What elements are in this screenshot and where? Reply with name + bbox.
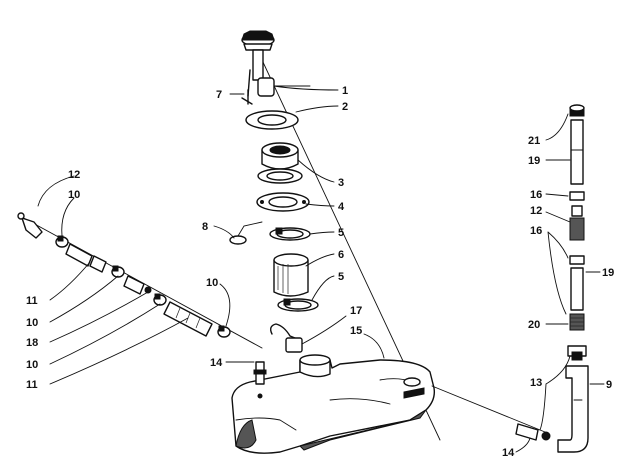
fuel-tank-part — [231, 354, 436, 454]
fuel-cap-part — [241, 30, 275, 81]
callout-label: 8 — [202, 221, 208, 233]
callout-label: 16 — [530, 189, 542, 201]
callout-label: 11 — [26, 379, 38, 391]
vent-line-axis — [431, 385, 546, 433]
hose-clamp-lower-part — [277, 298, 319, 312]
callout-label: 19 — [602, 267, 614, 279]
callout-label: 7 — [216, 89, 222, 101]
callout-label: 1 — [342, 85, 348, 97]
callout-label: 5 — [338, 271, 344, 283]
filler-hose-part — [273, 253, 309, 297]
callout-labels: 1 7 2 3 4 8 5 6 5 17 15 12 10 11 10 18 1… — [26, 85, 614, 459]
vent-line-right-parts — [515, 104, 589, 453]
clip-part — [241, 89, 253, 105]
callout-label: 13 — [530, 377, 542, 389]
washer-part — [229, 221, 263, 245]
callout-label: 3 — [338, 177, 344, 189]
callout-label: 21 — [528, 135, 540, 147]
callout-label: 14 — [210, 357, 223, 369]
callout-label: 10 — [206, 277, 218, 289]
gasket-ring-part — [245, 110, 299, 130]
callout-label: 5 — [338, 227, 344, 239]
callout-label: 2 — [342, 101, 348, 113]
adapter-part — [257, 142, 303, 184]
callout-label: 18 — [26, 337, 38, 349]
callout-label: 6 — [338, 249, 344, 261]
callout-label: 20 — [528, 319, 540, 331]
callout-label: 4 — [338, 201, 345, 213]
leader-lines — [37, 85, 605, 453]
fuel-line-left-parts — [17, 212, 267, 399]
callout-label: 9 — [606, 379, 612, 391]
callout-label: 12 — [530, 205, 542, 217]
tank-strap-hook-part — [269, 323, 303, 353]
fuel-gauge-part — [247, 69, 311, 97]
callout-label: 17 — [350, 305, 362, 317]
callout-label: 10 — [26, 317, 38, 329]
hose-clamp-upper-part — [269, 227, 311, 241]
callout-label: 16 — [530, 225, 542, 237]
callout-label: 15 — [350, 325, 362, 337]
mounting-plate-part — [256, 192, 310, 212]
callout-label: 12 — [68, 169, 80, 181]
callout-label: 19 — [528, 155, 540, 167]
callout-label: 10 — [68, 189, 80, 201]
callout-label: 11 — [26, 295, 38, 307]
callout-label: 10 — [26, 359, 38, 371]
callout-label: 14 — [502, 447, 515, 459]
